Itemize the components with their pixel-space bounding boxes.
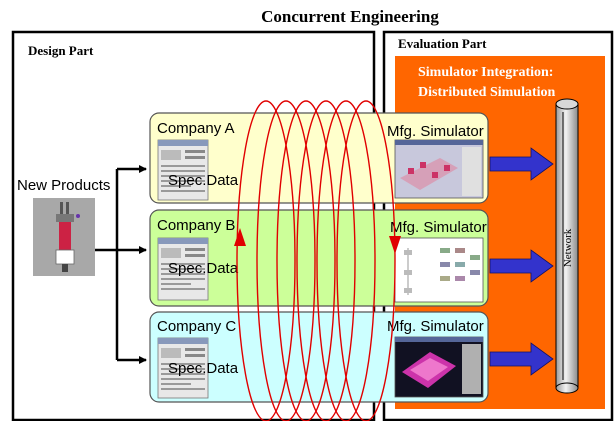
integration-label-line2: Distributed Simulation <box>418 85 556 100</box>
arrow-sim-a-to-network <box>489 147 554 181</box>
network-pipe <box>555 98 579 394</box>
branch-connector <box>95 165 147 364</box>
simulator-c-label: Mfg. Simulator <box>387 318 484 335</box>
integration-label-line1: Simulator Integration: <box>418 65 553 80</box>
company-b-spec-data: Spec.Data <box>168 260 239 277</box>
simulator-a-label: Mfg. Simulator <box>387 123 484 140</box>
company-c-spec-sheet <box>157 337 209 399</box>
simulator-a-screenshot <box>394 139 484 199</box>
company-a-spec-sheet <box>157 139 209 201</box>
new-product-image <box>33 198 95 276</box>
evaluation-part-label: Evaluation Part <box>398 36 487 51</box>
simulator-b-screenshot <box>394 237 484 303</box>
company-c-spec-data: Spec.Data <box>168 360 239 377</box>
design-part-label: Design Part <box>28 43 94 58</box>
concurrent-iteration-coil <box>236 100 396 421</box>
arrow-sim-c-to-network <box>489 342 554 376</box>
coil-left-arrow <box>234 228 246 246</box>
arrow-sim-b-to-network <box>489 249 554 283</box>
company-b-label: Company B <box>157 217 235 234</box>
new-products-label: New Products <box>17 177 110 194</box>
simulator-b-label: Mfg. Simulator <box>390 219 487 236</box>
coil-right-arrow <box>389 236 401 254</box>
company-a-label: Company A <box>157 120 235 137</box>
network-label: Network <box>562 228 574 267</box>
diagram-title: Concurrent Engineering <box>261 7 439 26</box>
simulator-c-screenshot <box>394 336 484 398</box>
company-b-spec-sheet <box>157 237 209 301</box>
company-c-label: Company C <box>157 318 236 335</box>
company-a-spec-data: Spec.Data <box>168 172 239 189</box>
